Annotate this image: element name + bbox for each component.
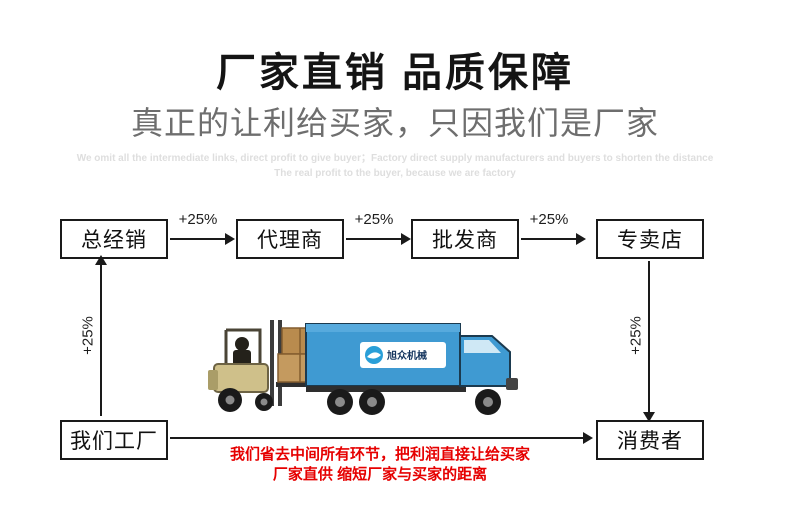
markup-label-2: +25% [354, 211, 394, 228]
watermark-line-1: We omit all the intermediate links, dire… [76, 153, 714, 164]
svg-text:旭众机械: 旭众机械 [386, 349, 427, 362]
chain-box-wholesaler: 批发商 [411, 219, 519, 259]
arrow-agent-to-wholesaler-icon [346, 233, 411, 245]
chain-box-retail-store: 专卖店 [596, 219, 704, 259]
arrow-store-to-consumer-icon [643, 261, 655, 422]
markup-label-right-vertical: +25% [627, 316, 645, 355]
truck-illustration: 旭众机械 [188, 316, 540, 430]
box-consumer: 消费者 [596, 420, 704, 460]
arrow-wholesaler-to-store-icon [521, 233, 586, 245]
arrow-factory-to-distributor-icon [95, 255, 107, 416]
red-note-line-1: 我们省去中间所有环节，把利润直接让给买家 [229, 446, 530, 463]
markup-label-left-vertical: +25% [79, 316, 97, 355]
chain-box-agent: 代理商 [236, 219, 344, 259]
arrow-distributor-to-agent-icon [170, 233, 235, 245]
chain-box-general-distributor: 总经销 [60, 219, 168, 259]
markup-label-3: +25% [529, 211, 569, 228]
forklift-icon [208, 320, 322, 412]
truck-forklift-icon: 旭众机械 [208, 320, 518, 415]
page-title: 厂家直销 品质保障 [215, 51, 575, 95]
box-truck-icon: 旭众机械 [305, 323, 518, 415]
box-our-factory: 我们工厂 [60, 420, 168, 460]
watermark-line-2: The real profit to the buyer, because we… [274, 168, 516, 179]
red-note-line-2: 厂家直供 缩短厂家与买家的距离 [272, 466, 488, 483]
markup-label-1: +25% [178, 211, 218, 228]
direct-supply-note: 我们省去中间所有环节，把利润直接让给买家 厂家直供 缩短厂家与买家的距离 [168, 445, 592, 485]
arrow-factory-to-consumer-icon [170, 432, 593, 444]
watermark-text: We omit all the intermediate links, dire… [0, 151, 790, 181]
truck-logo: 旭众机械 [360, 342, 446, 368]
page-subtitle: 真正的让利给买家，只因我们是厂家 [130, 105, 659, 141]
